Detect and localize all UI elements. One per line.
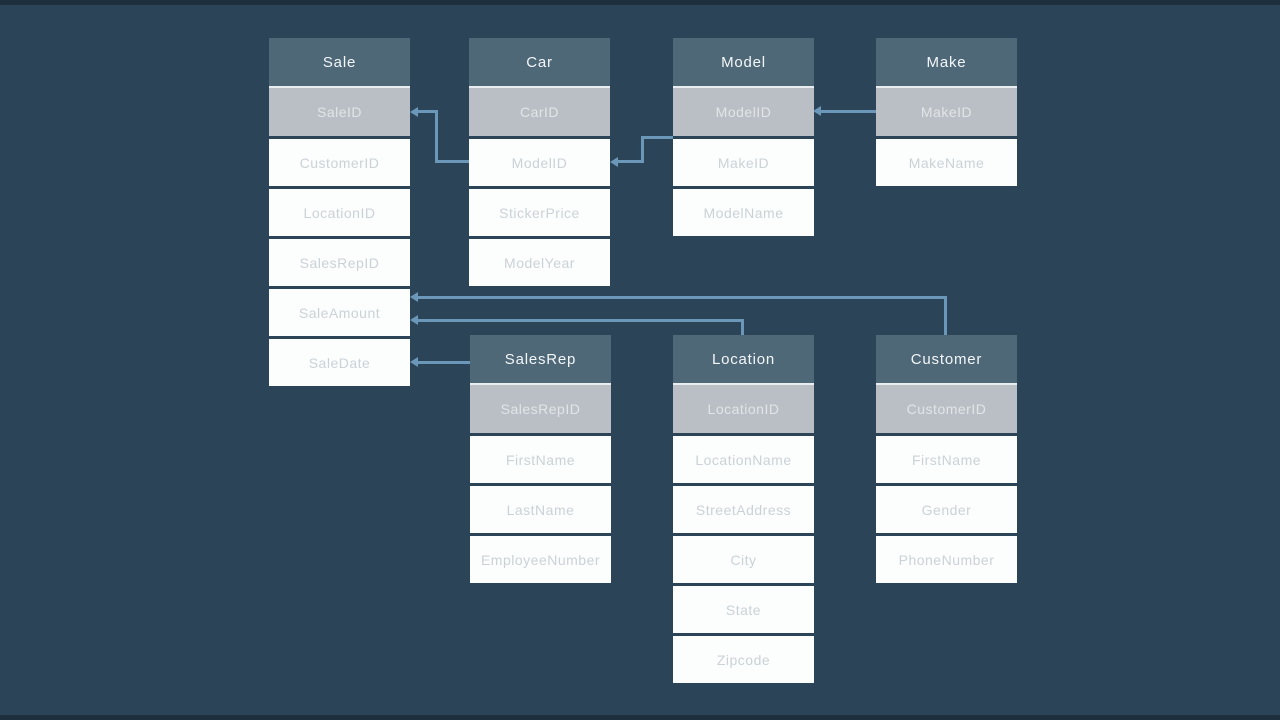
connector-segment xyxy=(435,160,469,163)
arrowhead-sale-saledate xyxy=(410,357,418,367)
arrowhead-model-modelid xyxy=(813,106,821,116)
arrowhead-car-modelid xyxy=(610,157,618,167)
table-customer[interactable]: Customer CustomerID FirstName Gender Pho… xyxy=(876,335,1017,583)
row-sale-salesrepid: SalesRepID xyxy=(269,239,410,286)
table-model-header: Model xyxy=(673,38,814,86)
table-salesrep-header: SalesRep xyxy=(470,335,611,383)
connector-segment xyxy=(818,110,876,113)
table-salesrep[interactable]: SalesRep SalesRepID FirstName LastName E… xyxy=(470,335,611,583)
arrowhead-sale-saleid xyxy=(410,107,418,117)
row-car-stickerprice: StickerPrice xyxy=(469,189,610,236)
table-sale-header: Sale xyxy=(269,38,410,86)
row-salesrep-employeenumber: EmployeeNumber xyxy=(470,536,611,583)
row-make-makeid: MakeID xyxy=(876,86,1017,136)
table-customer-header: Customer xyxy=(876,335,1017,383)
arrowhead-sale-location xyxy=(410,315,418,325)
row-location-locationid: LocationID xyxy=(673,383,814,433)
connector-segment xyxy=(641,136,673,139)
connector-segment xyxy=(435,110,438,163)
row-location-streetaddress: StreetAddress xyxy=(673,486,814,533)
table-model[interactable]: Model ModelID MakeID ModelName xyxy=(673,38,814,236)
table-car[interactable]: Car CarID ModelID StickerPrice ModelYear xyxy=(469,38,610,286)
row-model-modelname: ModelName xyxy=(673,189,814,236)
row-customer-phonenumber: PhoneNumber xyxy=(876,536,1017,583)
table-location[interactable]: Location LocationID LocationName StreetA… xyxy=(673,335,814,683)
row-location-city: City xyxy=(673,536,814,583)
row-location-zipcode: Zipcode xyxy=(673,636,814,683)
row-salesrep-salesrepid: SalesRepID xyxy=(470,383,611,433)
table-make[interactable]: Make MakeID MakeName xyxy=(876,38,1017,186)
row-salesrep-lastname: LastName xyxy=(470,486,611,533)
row-car-carid: CarID xyxy=(469,86,610,136)
connector-segment xyxy=(415,110,438,113)
letterbox-top xyxy=(0,0,1280,5)
row-make-makename: MakeName xyxy=(876,139,1017,186)
connector-segment xyxy=(944,296,947,336)
row-car-modelyear: ModelYear xyxy=(469,239,610,286)
table-car-header: Car xyxy=(469,38,610,86)
connector-segment xyxy=(415,296,947,299)
row-sale-customerid: CustomerID xyxy=(269,139,410,186)
row-salesrep-firstname: FirstName xyxy=(470,436,611,483)
table-make-header: Make xyxy=(876,38,1017,86)
connector-segment xyxy=(415,361,471,364)
row-customer-gender: Gender xyxy=(876,486,1017,533)
connector-segment xyxy=(741,319,744,336)
row-car-modelid: ModelID xyxy=(469,139,610,186)
row-sale-saleid: SaleID xyxy=(269,86,410,136)
row-model-modelid: ModelID xyxy=(673,86,814,136)
table-sale[interactable]: Sale SaleID CustomerID LocationID SalesR… xyxy=(269,38,410,386)
connector-segment xyxy=(415,319,744,322)
arrowhead-sale-customer xyxy=(410,292,418,302)
row-customer-customerid: CustomerID xyxy=(876,383,1017,433)
connector-segment xyxy=(615,160,644,163)
row-sale-saledate: SaleDate xyxy=(269,339,410,386)
row-sale-locationid: LocationID xyxy=(269,189,410,236)
table-location-header: Location xyxy=(673,335,814,383)
connector-segment xyxy=(641,136,644,163)
row-customer-firstname: FirstName xyxy=(876,436,1017,483)
row-location-locationname: LocationName xyxy=(673,436,814,483)
row-model-makeid: MakeID xyxy=(673,139,814,186)
row-sale-saleamount: SaleAmount xyxy=(269,289,410,336)
row-location-state: State xyxy=(673,586,814,633)
letterbox-bottom xyxy=(0,715,1280,720)
